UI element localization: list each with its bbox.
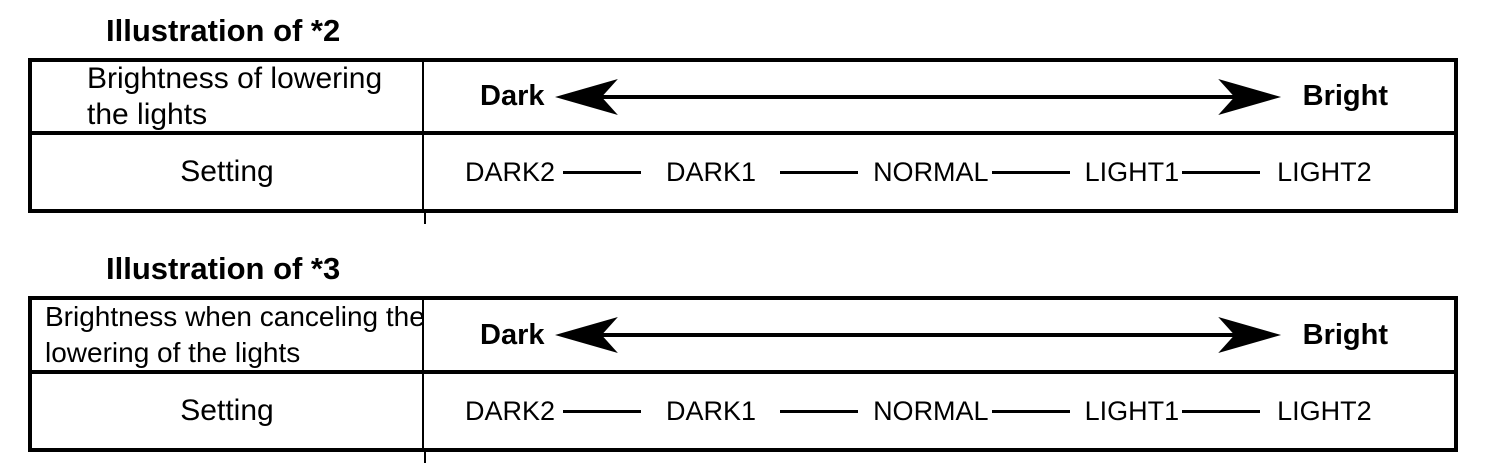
setting-light2: LIGHT2 xyxy=(1277,395,1372,426)
setting-dark2: DARK2 xyxy=(465,156,556,187)
setting-header-cell: Setting xyxy=(32,374,424,448)
table-row-brightness: Brightness when canceling the lowering o… xyxy=(32,300,1454,374)
settings-cell: DARK2 DARK1 NORMAL LIGHT1 LIGHT2 xyxy=(424,374,1454,448)
row-header-line: lowering of the lights xyxy=(45,337,301,368)
setting-dark1: DARK1 xyxy=(666,156,757,187)
dash-icon xyxy=(780,170,859,174)
row-header-line: Brightness of lowering xyxy=(87,61,383,95)
table-row-brightness: Brightness of lowering the lights Dark B… xyxy=(32,62,1454,135)
double-arrow-icon xyxy=(554,317,1281,353)
bright-label: Bright xyxy=(1302,318,1388,351)
dark-label: Dark xyxy=(480,80,545,112)
dash-icon xyxy=(991,409,1070,413)
row-header-line: the lights xyxy=(87,97,208,131)
scale-cell: Dark Bright xyxy=(424,300,1454,370)
section-title: Illustration of *2 xyxy=(106,13,341,48)
section-title: Illustration of *3 xyxy=(106,251,341,286)
setting-light2: LIGHT2 xyxy=(1277,156,1372,187)
setting-light1: LIGHT1 xyxy=(1084,395,1180,426)
bright-label: Bright xyxy=(1302,80,1388,112)
row-header-line: Brightness when canceling the xyxy=(45,301,425,332)
setting-dark2: DARK2 xyxy=(465,395,556,426)
setting-dark1: DARK1 xyxy=(666,395,757,426)
double-arrow-icon xyxy=(554,78,1281,115)
settings-cell: DARK2 DARK1 NORMAL LIGHT1 LIGHT2 xyxy=(424,135,1454,209)
dash-icon xyxy=(1182,170,1261,174)
setting-header-cell: Setting xyxy=(32,135,424,209)
dark-label: Dark xyxy=(480,318,545,351)
dash-icon xyxy=(780,409,859,413)
row-header-cell: Brightness of lowering the lights xyxy=(32,62,424,131)
setting-normal: NORMAL xyxy=(873,395,989,426)
dash-icon xyxy=(991,170,1070,174)
row-header-cell: Brightness when canceling the lowering o… xyxy=(32,300,425,370)
table-row-setting: Setting DARK2 DARK1 NORMAL LIGHT1 LIGHT2 xyxy=(32,135,1454,209)
scale-cell: Dark Bright xyxy=(424,62,1454,131)
setting-light1: LIGHT1 xyxy=(1084,156,1180,187)
dash-icon xyxy=(1182,409,1261,413)
column-divider-tail xyxy=(424,448,426,463)
table-row-setting: Setting DARK2 DARK1 NORMAL LIGHT1 LIGHT2 xyxy=(32,374,1454,448)
column-divider-tail xyxy=(424,209,426,224)
dash-icon xyxy=(563,170,642,174)
setting-normal: NORMAL xyxy=(873,156,989,187)
brightness-lowering-table: Brightness of lowering the lights Dark B… xyxy=(28,58,1458,224)
dash-icon xyxy=(563,409,642,413)
brightness-canceling-table: Brightness when canceling the lowering o… xyxy=(28,296,1458,463)
